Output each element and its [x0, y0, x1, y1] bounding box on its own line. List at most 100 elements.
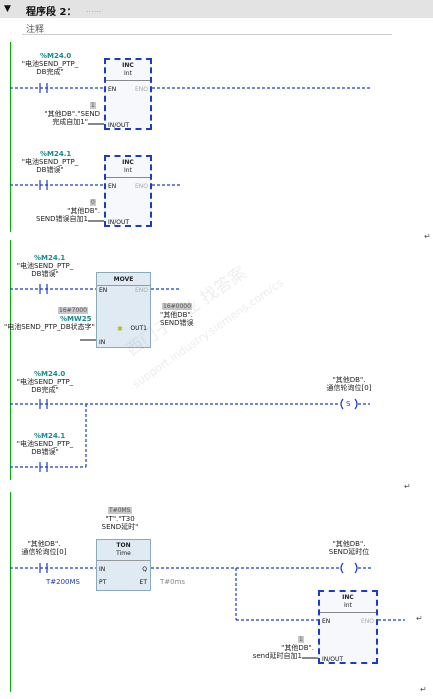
output-name[interactable]: SEND错误: [160, 319, 194, 327]
pin-in: IN: [99, 339, 106, 346]
operand-value: 1: [90, 102, 96, 109]
pin-eno: ENO: [360, 618, 374, 625]
pt-value[interactable]: T#200MS: [46, 578, 80, 586]
input-name[interactable]: "电池SEND_PTP_DB状态字": [4, 323, 95, 331]
block-divider: [320, 612, 376, 613]
pin-eno: ENO: [134, 287, 148, 294]
block-type: Int: [124, 167, 132, 174]
contact-name: "电池SEND_PTP_: [16, 440, 74, 448]
pin-q: Q: [142, 566, 147, 573]
contact-name: DB错误": [31, 448, 59, 456]
no-contact[interactable]: [39, 562, 49, 574]
input-value: 16#7000: [58, 307, 88, 314]
ton-block[interactable]: TON Time IN Q PT ET: [96, 539, 151, 591]
contact-name: "其他DB".: [27, 540, 61, 548]
coil-name: "其他DB".: [332, 540, 366, 548]
block-title: INC: [122, 159, 134, 166]
no-contact[interactable]: [39, 461, 49, 473]
output-coil[interactable]: [340, 562, 360, 574]
pin-eno: ENO: [134, 183, 148, 190]
contact-address: %M24.1: [34, 254, 66, 262]
power-rail-3: [10, 492, 11, 692]
contact-name: DB错误": [31, 270, 59, 278]
no-contact[interactable]: [39, 179, 49, 191]
paragraph-mark-icon: ↵: [416, 614, 423, 623]
block-type: Int: [344, 602, 352, 609]
pin-inout: IN/OUT: [108, 122, 130, 129]
network-comment[interactable]: 注释: [26, 25, 45, 35]
timer-name[interactable]: SEND延时": [101, 523, 139, 531]
no-contact[interactable]: [39, 398, 49, 410]
contact-name: "电池SEND_PTP_: [21, 60, 79, 68]
pin-en: EN: [322, 618, 331, 625]
operand-name[interactable]: SEND错误自加1: [36, 215, 88, 223]
power-rail-1: [10, 42, 11, 232]
block-title: INC: [122, 62, 134, 69]
operand-name[interactable]: "其他DB".: [281, 644, 314, 652]
et-value[interactable]: T#0ms: [160, 578, 186, 586]
paragraph-mark-icon: ↵: [420, 685, 427, 694]
network-subtitle: ......: [86, 5, 102, 14]
block-title: MOVE: [113, 276, 134, 283]
star-icon: ✱: [117, 325, 123, 333]
operand-name[interactable]: "其他DB".: [67, 207, 100, 215]
contact-address: %M24.0: [34, 370, 66, 378]
pin-en: EN: [99, 287, 108, 294]
block-type: Time: [116, 550, 131, 557]
pin-en: EN: [108, 86, 117, 93]
contact-address: %M24.0: [40, 52, 72, 60]
contact-name: "电池SEND_PTP_: [21, 158, 79, 166]
move-block[interactable]: MOVE EN ENO ✱ OUT1 IN: [96, 272, 151, 348]
block-divider: [97, 560, 150, 561]
block-divider: [106, 177, 150, 178]
pin-et: ET: [139, 579, 147, 586]
block-divider: [106, 80, 150, 81]
paragraph-mark-icon: ↵: [404, 482, 411, 491]
input-address: %MW25: [60, 315, 92, 323]
contact-name: DB完成": [36, 68, 64, 76]
contact-address: %M24.1: [34, 432, 66, 440]
no-contact[interactable]: [39, 82, 49, 94]
contact-name: DB错误": [36, 166, 64, 174]
no-contact[interactable]: [39, 283, 49, 295]
output-name[interactable]: "其他DB".: [160, 311, 193, 319]
block-title: TON: [116, 542, 131, 549]
contact-address: %M24.1: [40, 150, 72, 158]
coil-name: "其他DB".: [332, 376, 366, 384]
operand-value: 0: [90, 199, 96, 206]
coil-name: 通信轮询位[0]: [326, 384, 372, 392]
block-divider: [97, 285, 150, 286]
pin-pt: PT: [99, 579, 107, 586]
network-title: 程序段 2：: [26, 7, 77, 18]
pin-eno: ENO: [134, 86, 148, 93]
coil-name: SEND延时位: [328, 548, 370, 556]
comment-divider: [22, 34, 392, 35]
pin-in: IN: [99, 566, 106, 573]
operand-name[interactable]: "其他DB"."SEND: [44, 110, 100, 118]
output-value: 16#0000: [162, 303, 192, 310]
pin-out1: OUT1: [130, 325, 147, 332]
contact-name: "电池SEND_PTP_: [16, 378, 74, 386]
timer-name[interactable]: "T"."T30: [105, 515, 135, 523]
network-header[interactable]: ▼ 程序段 2： ......: [0, 0, 433, 18]
contact-name: "电池SEND_PTP_: [16, 262, 74, 270]
pin-inout: IN/OUT: [108, 219, 130, 226]
operand-name[interactable]: 完成自加1": [52, 118, 88, 126]
timer-value: T#0MS: [108, 507, 132, 514]
inc-block[interactable]: INC Int EN ENO IN/OUT: [104, 155, 152, 227]
contact-name: 通信轮询位[0]: [21, 548, 67, 556]
block-title: INC: [342, 594, 354, 601]
paragraph-mark-icon: ↵: [424, 232, 431, 241]
inc-block[interactable]: INC Int EN ENO IN/OUT: [318, 590, 378, 664]
pin-en: EN: [108, 183, 117, 190]
pin-inout: IN/OUT: [322, 656, 344, 663]
block-type: Int: [124, 70, 132, 77]
operand-value: 1: [298, 636, 304, 643]
inc-block[interactable]: INC Int EN ENO IN/OUT: [104, 58, 152, 130]
operand-name[interactable]: send延时自加1: [252, 652, 302, 660]
power-rail-2: [10, 240, 11, 480]
set-coil[interactable]: S: [346, 400, 351, 408]
collapse-triangle-icon[interactable]: ▼: [4, 4, 11, 14]
contact-name: DB完成": [31, 386, 59, 394]
